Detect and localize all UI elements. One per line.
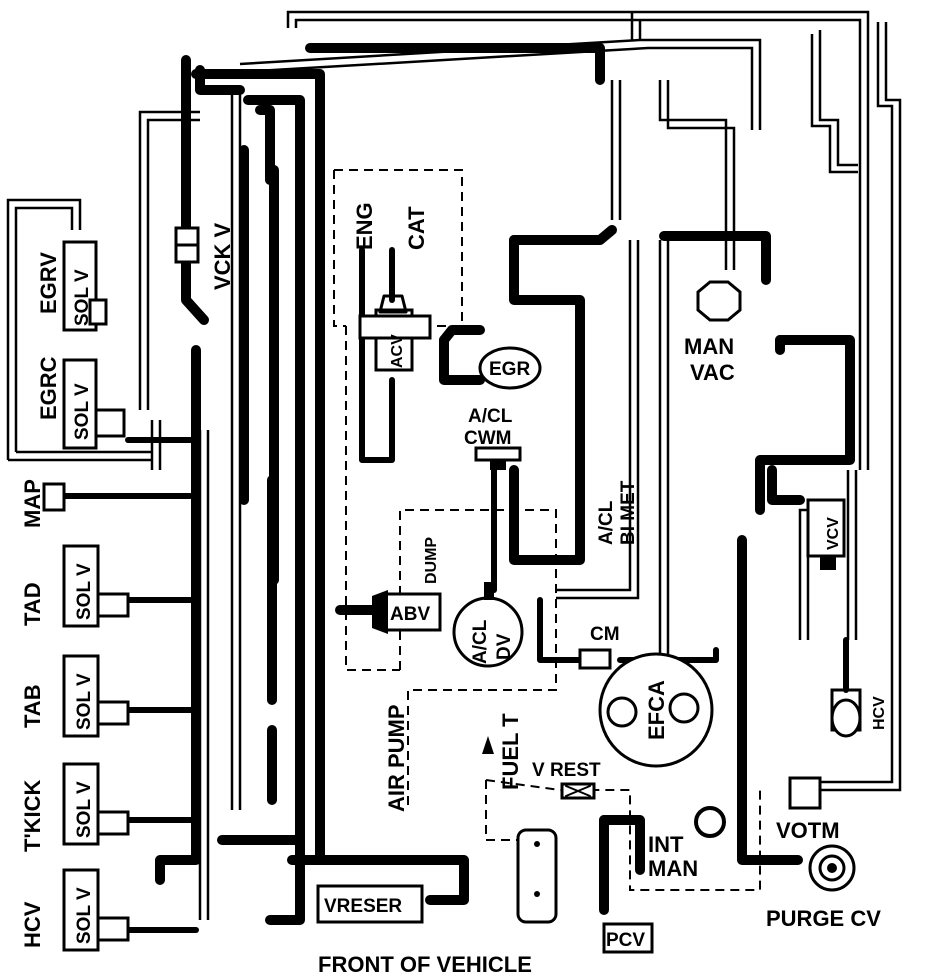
label-tkick-sol-v: SOL V: [74, 781, 95, 838]
label-tkick: T'KICK: [20, 779, 45, 852]
egrv-sol-v: [62, 240, 108, 332]
label-int-man-1: INT: [648, 832, 684, 857]
dashed-boundaries: [333, 169, 761, 891]
egr-valve: [478, 346, 542, 390]
label-egrc-sol-v: SOL V: [72, 383, 93, 440]
tkick-sol-v: [62, 762, 130, 846]
map-sensor: [42, 482, 66, 512]
label-man-vac-1: MAN: [684, 334, 734, 359]
label-acl-dv-2: DV: [494, 633, 515, 660]
tab-sol-v: [62, 654, 130, 738]
man-vac-port: [696, 280, 742, 322]
egrc-sol-v: [62, 358, 126, 450]
acv-valve: [358, 247, 432, 372]
diagram-footer: FRONT OF VEHICLE: [318, 952, 532, 976]
label-acl-cwm-2: CWM: [464, 428, 511, 449]
label-cat: CAT: [404, 206, 429, 250]
label-v-rest: V REST: [532, 760, 601, 781]
label-hcv-right: HCV: [871, 696, 888, 730]
label-acl-cwm-1: A/CL: [468, 406, 513, 427]
vreser: [316, 884, 424, 924]
label-dump: DUMP: [423, 537, 440, 584]
label-air-pump: AIR PUMP: [384, 704, 409, 812]
vck-valve: [174, 226, 200, 264]
vcv-valve: [806, 498, 846, 570]
cm-valve: [578, 648, 612, 670]
label-man-vac-2: VAC: [690, 360, 735, 385]
tad-sol-v: [62, 544, 130, 628]
hcv-right-valve: [830, 637, 862, 738]
labels: EGRV SOL V EGRC SOL V VCK V MAP TAD SOL …: [20, 202, 888, 976]
label-vck-v: VCK V: [210, 222, 235, 290]
label-vreser: VRESER: [324, 896, 402, 917]
label-votm: VOTM: [776, 818, 840, 843]
int-man-port: [694, 806, 726, 838]
label-abv: ABV: [390, 604, 430, 625]
acl-cwm: [474, 446, 522, 470]
label-tad-sol-v: SOL V: [74, 563, 95, 620]
acl-dv: [452, 582, 524, 668]
label-egrc: EGRC: [36, 356, 61, 420]
efca: [598, 652, 714, 768]
label-acl-dv-1: A/CL: [470, 619, 491, 664]
fuel-tank: [482, 736, 558, 924]
label-fuel-t: FUEL T: [498, 713, 523, 790]
pcv: [602, 922, 654, 954]
label-hcv-sol-v: SOL V: [74, 887, 95, 944]
outer-hose-routing: [6, 10, 902, 920]
label-eng: ENG: [352, 202, 377, 250]
label-purge-cv: PURGE CV: [766, 906, 881, 931]
label-egr: EGR: [489, 359, 530, 380]
label-hcv: HCV: [20, 901, 45, 948]
votm: [788, 776, 822, 810]
label-map: MAP: [20, 479, 45, 528]
label-cm: CM: [590, 624, 620, 645]
label-egrv-sol-v: SOL V: [72, 269, 93, 326]
label-acv: ACV: [389, 334, 406, 368]
label-acl-bimet-1: A/CL: [596, 500, 617, 545]
label-vcv: VCV: [825, 517, 842, 550]
label-tab: TAB: [20, 684, 45, 728]
abv-valve: [372, 590, 442, 634]
label-pcv: PCV: [606, 930, 645, 951]
label-tab-sol-v: SOL V: [74, 673, 95, 730]
hcv-sol-v: [62, 868, 130, 952]
main-hose-routing: [57, 43, 855, 933]
label-acl-bimet-2: BI MET: [618, 480, 639, 545]
label-int-man-2: MAN: [648, 856, 698, 881]
purge-cv: [808, 844, 856, 892]
label-efca: EFCA: [644, 680, 669, 740]
label-egrv: EGRV: [36, 252, 61, 314]
label-tad: TAD: [20, 582, 45, 626]
v-rest: [560, 782, 596, 800]
